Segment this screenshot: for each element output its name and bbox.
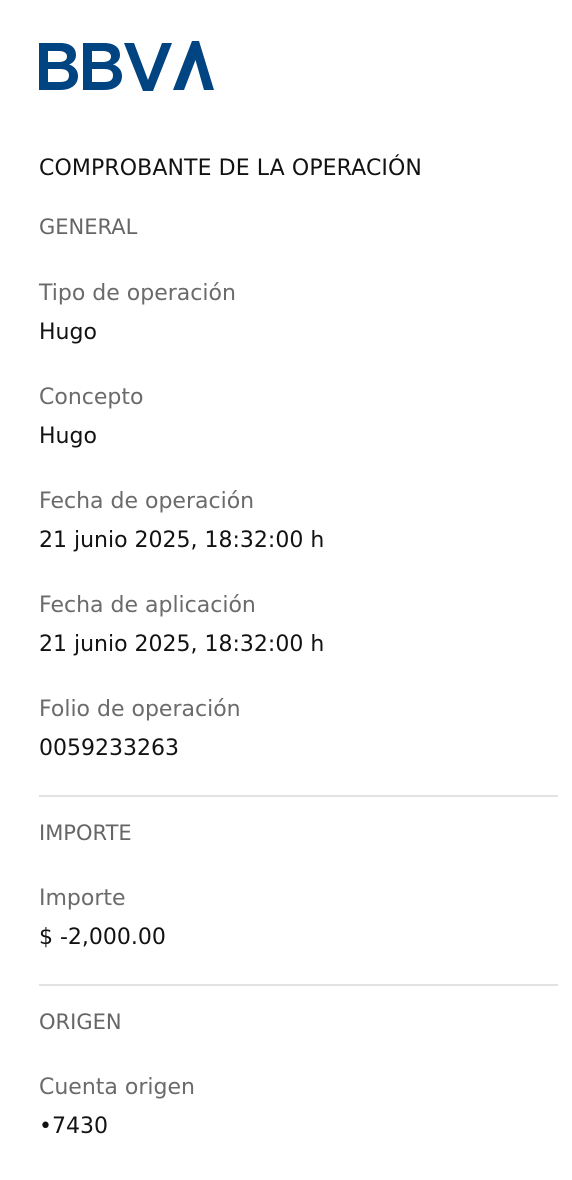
section-title-general: GENERAL [39,215,138,239]
section-title-importe: IMPORTE [39,821,132,845]
field-value-folio-operacion: 0059233263 [39,736,179,761]
field-value-fecha-aplicacion: 21 junio 2025, 18:32:00 h [39,632,325,657]
section-divider [39,795,558,797]
field-label-tipo-operacion: Tipo de operación [39,281,236,306]
field-label-fecha-operacion: Fecha de operación [39,489,255,514]
field-value-cuenta-origen: •7430 [39,1114,108,1139]
field-label-concepto: Concepto [39,385,144,410]
field-value-fecha-operacion: 21 junio 2025, 18:32:00 h [39,528,325,553]
section-divider [39,984,558,986]
field-value-concepto: Hugo [39,424,97,449]
field-value-importe: $ -2,000.00 [39,925,166,950]
bbva-logo-mark [39,41,214,91]
bbva-logo [38,38,214,92]
receipt-title: COMPROBANTE DE LA OPERACIÓN [39,156,422,181]
field-value-tipo-operacion: Hugo [39,320,97,345]
field-label-importe: Importe [39,886,126,911]
section-title-origen: ORIGEN [39,1010,122,1034]
field-label-cuenta-origen: Cuenta origen [39,1075,195,1100]
field-label-fecha-aplicacion: Fecha de aplicación [39,593,256,618]
field-label-folio-operacion: Folio de operación [39,697,241,722]
